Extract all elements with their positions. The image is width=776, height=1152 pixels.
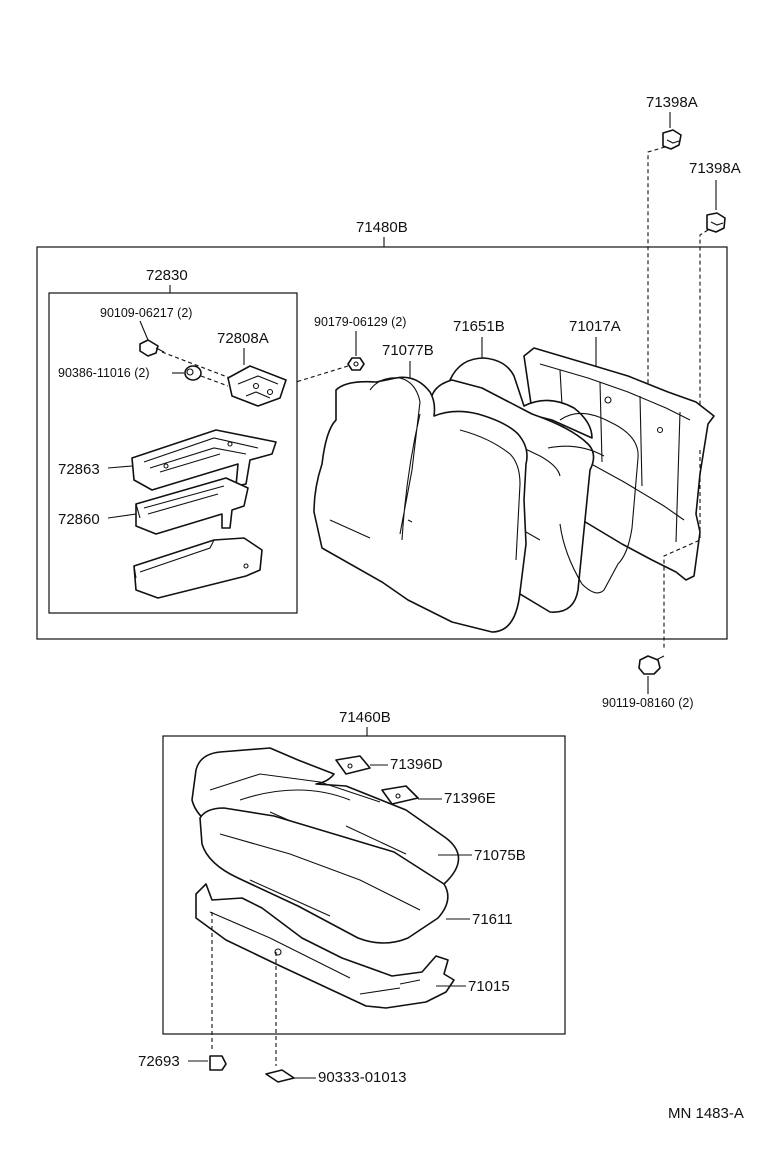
label-bolt-armrest: 90109-06217 (2)	[100, 306, 192, 320]
bolt-90109-06217	[139, 339, 165, 357]
label-bushing-armrest: 90386-11016 (2)	[58, 366, 150, 380]
diagram-id: MN 1483-A	[668, 1105, 744, 1122]
armrest-pad	[133, 537, 263, 599]
label-seatback-assy: 71480B	[356, 219, 408, 236]
label-nut-seatback: 90179-06129 (2)	[314, 315, 406, 329]
label-hook-left: 72693	[138, 1053, 180, 1070]
armrest-base-72860	[135, 477, 249, 535]
hook-90333-01013	[265, 1069, 295, 1083]
label-cushion-pad: 71611	[472, 911, 513, 928]
label-armrest-base: 72860	[58, 511, 100, 528]
label-cushion-clip-e: 71396E	[444, 790, 496, 807]
label-clip-top-1: 71398A	[646, 94, 698, 111]
label-cushion-frame: 71015	[468, 978, 510, 995]
armrest-assembly-frame	[48, 292, 298, 614]
label-hook-bottom: 90333-01013	[318, 1069, 406, 1086]
label-cushion-assy: 71460B	[339, 709, 391, 726]
armrest-hinge-72808a	[227, 365, 287, 407]
clip-71398a-right	[706, 212, 726, 233]
clip-71396d	[335, 755, 371, 775]
clip-71396e	[381, 785, 419, 805]
cushion-pad-71611	[199, 807, 449, 944]
label-armrest-hinge: 72808A	[217, 330, 269, 347]
seatback-pad-71077b	[313, 376, 639, 633]
nut-90179-06129	[347, 357, 365, 371]
label-seatback-frame: 71017A	[569, 318, 621, 335]
armrest-lid-72863	[131, 429, 277, 491]
label-seatback-pad: 71077B	[382, 342, 434, 359]
cushion-assembly-frame	[162, 735, 566, 1035]
bolt-90119-08160	[638, 655, 665, 675]
label-bolt-bottom: 90119-08160 (2)	[602, 696, 694, 710]
label-cushion-clip-d: 71396D	[390, 756, 443, 773]
label-clip-top-2: 71398A	[689, 160, 741, 177]
cushion-frame-71015	[195, 883, 455, 1009]
hook-72693	[209, 1055, 227, 1071]
label-armrest-lid: 72863	[58, 461, 100, 478]
label-armrest-assy: 72830	[146, 267, 188, 284]
seatback-assembly-frame	[36, 246, 728, 640]
clip-71398a-top	[662, 129, 682, 150]
bushing-90386-11016	[184, 365, 202, 381]
label-cushion-cover: 71075B	[474, 847, 526, 864]
label-seatback-cover: 71651B	[453, 318, 505, 335]
